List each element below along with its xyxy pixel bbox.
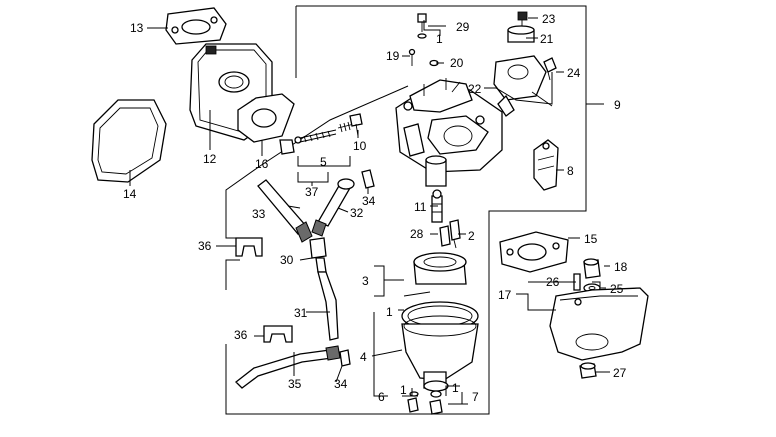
part-24-screw <box>543 57 557 81</box>
callout-15: 15 <box>584 232 598 246</box>
callout-34-lower: 34 <box>334 377 348 391</box>
callout-12: 12 <box>203 152 217 166</box>
callout-24: 24 <box>567 66 581 80</box>
callout-20: 20 <box>450 56 464 70</box>
callout-22: 22 <box>468 82 482 96</box>
carburetor-body <box>395 78 503 187</box>
part-17-bracket <box>549 287 649 361</box>
part-31-hose <box>317 271 339 341</box>
callout-30: 30 <box>280 253 294 267</box>
callout-1-bowl: 1 <box>386 305 393 319</box>
callout-labels: 13 12 14 16 5 10 37 34 29 1 19 20 23 21 … <box>123 12 628 404</box>
part-35-hose <box>235 345 341 389</box>
callout-9: 9 <box>614 98 621 112</box>
callout-25: 25 <box>610 282 624 296</box>
callout-21: 21 <box>540 32 554 46</box>
part-34-clip-lower <box>339 349 351 367</box>
part-28-valve <box>439 225 451 247</box>
part-16-gasket <box>237 93 295 143</box>
callout-31: 31 <box>294 306 308 320</box>
callout-7: 7 <box>472 390 479 404</box>
callout-10: 10 <box>353 139 367 153</box>
callout-1-left: 1 <box>400 383 407 397</box>
callout-8: 8 <box>567 164 574 178</box>
callout-37: 37 <box>305 185 319 199</box>
part-22-lever <box>493 55 553 117</box>
callout-17: 17 <box>498 288 512 302</box>
part-36-clip-lower <box>263 325 293 343</box>
callout-36-upper: 36 <box>198 239 212 253</box>
callout-29: 29 <box>456 20 470 34</box>
callout-13: 13 <box>130 21 144 35</box>
callout-5: 5 <box>320 155 327 169</box>
assembly-frame <box>225 5 587 415</box>
callout-1-right: 1 <box>452 381 459 395</box>
part-15-gasket <box>499 231 569 273</box>
callout-16: 16 <box>255 157 269 171</box>
callout-33: 33 <box>252 207 266 221</box>
callout-28: 28 <box>410 227 424 241</box>
callout-6: 6 <box>378 390 385 404</box>
part-34-clip-upper <box>361 169 375 189</box>
part-10-screw <box>349 113 363 137</box>
callout-26: 26 <box>546 275 560 289</box>
part-29-screw <box>417 13 427 39</box>
part-32-tube <box>311 178 355 237</box>
callout-3: 3 <box>362 274 369 288</box>
callout-1-top: 1 <box>436 32 443 46</box>
part-21-plate <box>507 25 535 43</box>
callout-36-lower: 36 <box>234 328 248 342</box>
part-30-fitting <box>309 237 327 273</box>
callout-4: 4 <box>360 350 367 364</box>
callout-27: 27 <box>613 366 627 380</box>
callout-32: 32 <box>350 206 364 220</box>
callout-34-upper: 34 <box>362 194 376 208</box>
part-3-float <box>403 252 467 297</box>
callout-11: 11 <box>414 200 427 214</box>
part-2-screw <box>449 219 461 249</box>
leader-lines <box>129 17 610 405</box>
part-6-drain-screw <box>407 391 419 413</box>
callout-23: 23 <box>542 12 556 26</box>
part-33-tube <box>257 179 313 243</box>
part-18-nut <box>583 258 601 279</box>
part-19-pin <box>408 48 416 66</box>
part-8-lever <box>533 139 559 191</box>
part-27-nut <box>579 362 597 379</box>
part-13-gasket <box>165 7 227 45</box>
part-4-float-bowl <box>401 301 479 392</box>
part-5-screws <box>279 121 355 155</box>
part-11-jet <box>431 189 443 223</box>
callout-35: 35 <box>288 377 302 391</box>
part-26-pin <box>573 273 581 291</box>
callout-19: 19 <box>386 49 400 63</box>
part-7-bolt <box>429 390 443 415</box>
callout-2: 2 <box>468 229 475 243</box>
callout-18: 18 <box>614 260 628 274</box>
part-36-clip-upper <box>235 237 263 257</box>
part-14-frame-gasket <box>91 99 167 183</box>
callout-14: 14 <box>123 187 137 201</box>
